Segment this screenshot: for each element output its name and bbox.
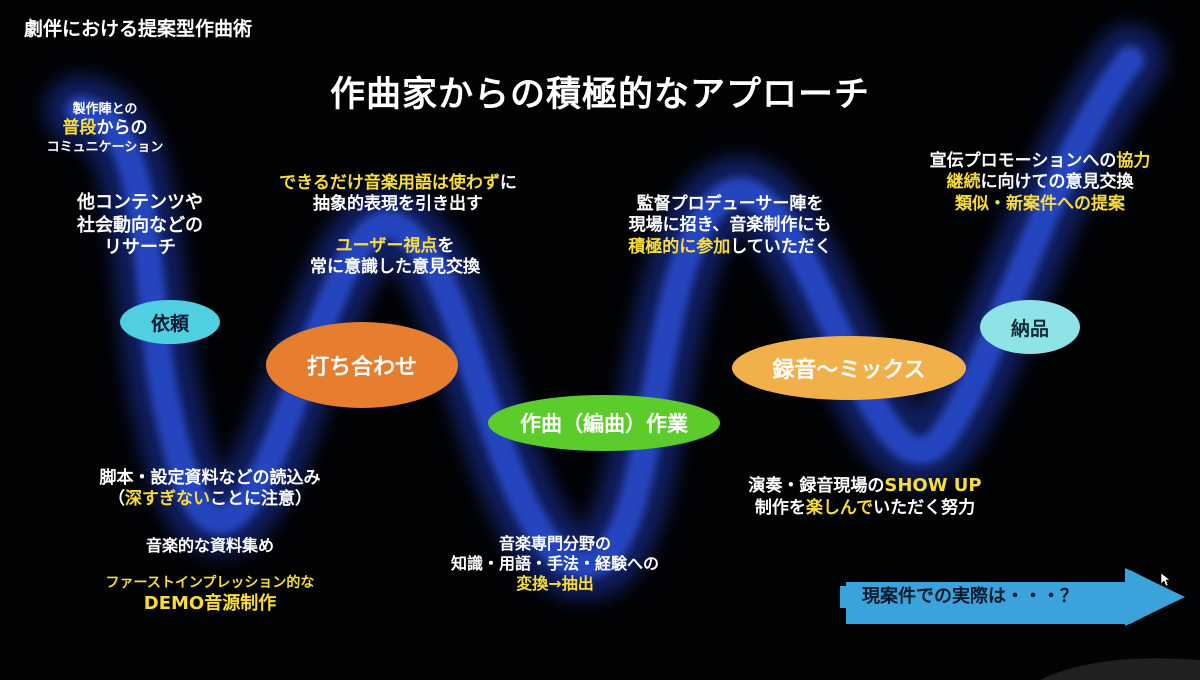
note-promotion-line1: 宣伝プロモーションへの協力 xyxy=(929,151,1151,171)
note-director-line1: 監督プロデューサー陣を xyxy=(636,194,824,214)
note-materials: 音楽的な資料集め xyxy=(145,536,274,555)
stage-nouhin-label: 納品 xyxy=(1010,317,1049,340)
note-specialist: 音楽専門分野の 知識・用語・手法・経験への 変換→抽出 xyxy=(420,534,690,594)
callout-arrow xyxy=(840,568,1185,626)
note-promotion: 宣伝プロモーションへの協力 継続に向けての意見交換 類似・新案件への提案 xyxy=(890,151,1190,215)
note-director-line2: 現場に招き、音楽制作にも xyxy=(628,215,832,236)
slide-title: 作曲家からの積極的なアプローチ xyxy=(329,75,870,115)
note-script: 脚本・設定資料などの読込み （深すぎないことに注意） xyxy=(70,468,350,511)
note-userview-line2: 常に意識した意見交換 xyxy=(310,257,480,278)
note-showup-line2: 制作を楽しんでいただく努力 xyxy=(754,497,976,518)
note-script-line2: （深すぎないことに注意） xyxy=(108,489,312,510)
note-director-line3: 積極的に参加していただく xyxy=(628,236,832,257)
stage-uchiawase-label: 打ち合わせ xyxy=(306,355,417,380)
note-communication-line3: コミュニケーション xyxy=(46,139,164,155)
note-promotion-line2: 継続に向けての意見交換 xyxy=(946,172,1134,193)
stage-sakkyoku-label: 作曲（編曲）作業 xyxy=(520,412,688,436)
note-demo-line2: DEMO音源制作 xyxy=(143,592,277,614)
note-communication-line1: 製作陣との xyxy=(72,102,138,117)
note-script-line1: 脚本・設定資料などの読込み xyxy=(99,468,321,488)
callout-label: 現案件での実際は・・・？ xyxy=(862,586,1078,607)
note-userview: ユーザー視点を 常に意識した意見交換 xyxy=(280,236,510,279)
stage-irai: 依頼 xyxy=(120,300,220,344)
note-research-line2: 社会動向などの xyxy=(77,214,203,236)
note-promotion-line3: 類似・新案件への提案 xyxy=(955,193,1125,214)
note-demo-line1: ファーストインプレッション的な xyxy=(105,575,315,591)
note-specialist-line1: 音楽専門分野の xyxy=(498,534,611,553)
header-label: 劇伴における提案型作曲術 xyxy=(24,18,253,40)
note-abstract: できるだけ音楽用語は使わずに 抽象的表現を引き出す xyxy=(248,173,548,216)
stage-rokuon: 録音～ミックス xyxy=(732,336,966,400)
note-communication: 製作陣との 普段からの コミュニケーション xyxy=(20,102,190,156)
note-userview-line1: ユーザー視点を xyxy=(335,236,455,256)
note-showup-line1: 演奏・録音現場のSHOW UP xyxy=(748,475,982,496)
note-research: 他コンテンツや 社会動向などの リサーチ xyxy=(40,192,240,260)
stage-nouhin: 納品 xyxy=(980,300,1080,354)
stage-sakkyoku: 作曲（編曲）作業 xyxy=(488,395,720,451)
note-specialist-line3: 変換→抽出 xyxy=(516,574,594,593)
note-communication-line2: 普段からの xyxy=(62,118,148,139)
note-abstract-line1: できるだけ音楽用語は使わずに xyxy=(279,173,517,193)
note-showup: 演奏・録音現場のSHOW UP 制作を楽しんでいただく努力 xyxy=(715,475,1015,519)
note-director: 監督プロデューサー陣を 現場に招き、音楽制作にも 積極的に参加していただく xyxy=(600,194,860,258)
note-specialist-line2: 知識・用語・手法・経験への xyxy=(450,554,659,573)
stage-rokuon-label: 録音～ミックス xyxy=(772,358,926,383)
note-research-line1: 他コンテンツや xyxy=(77,192,203,213)
note-abstract-line2: 抽象的表現を引き出す xyxy=(313,194,483,215)
note-research-line3: リサーチ xyxy=(104,237,176,258)
note-demo: ファーストインプレッション的な DEMO音源制作 xyxy=(75,575,345,615)
stage-irai-label: 依頼 xyxy=(150,312,189,335)
cursor-icon xyxy=(1161,573,1171,586)
stage-uchiawase: 打ち合わせ xyxy=(266,322,458,408)
